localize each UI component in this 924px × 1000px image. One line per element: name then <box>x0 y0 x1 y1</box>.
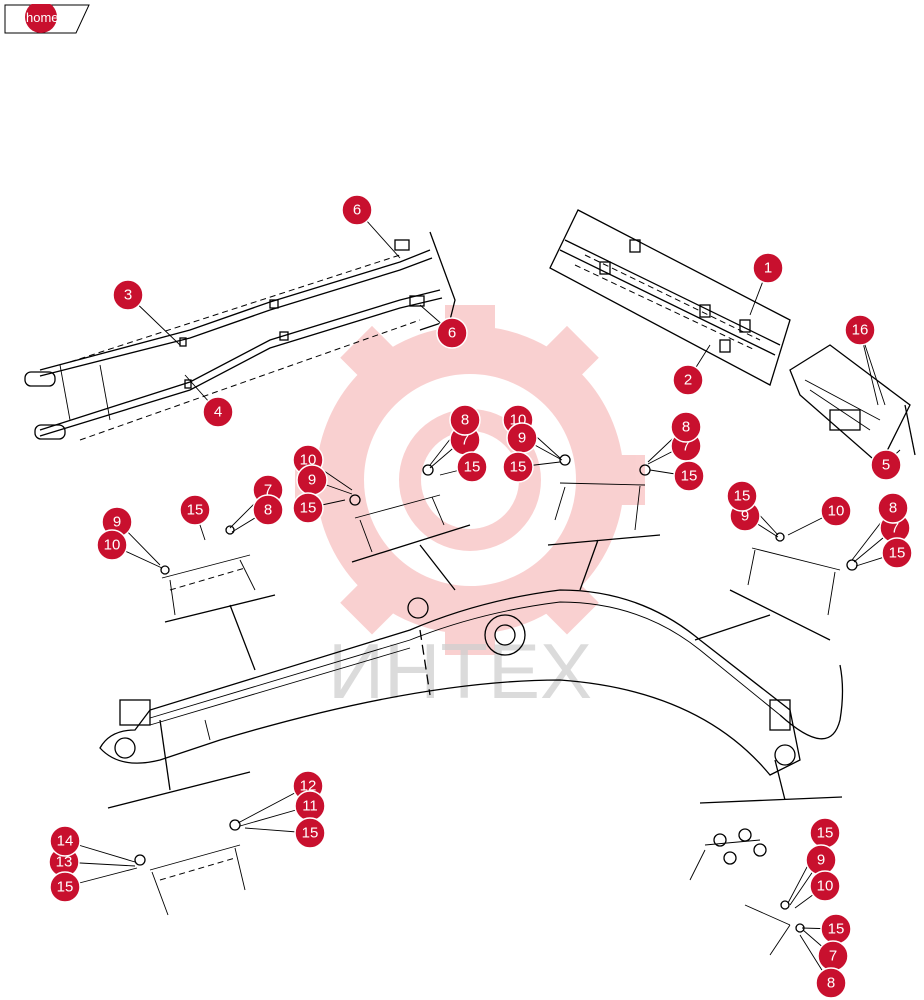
callout-9-g4[interactable]: 9 <box>506 422 538 454</box>
svg-text:7: 7 <box>891 520 899 537</box>
svg-text:16: 16 <box>852 322 869 339</box>
svg-text:10: 10 <box>828 503 845 520</box>
callout-15-g1[interactable]: 15 <box>456 451 488 483</box>
callout-11-g9[interactable]: 11 <box>294 790 326 822</box>
svg-text:7: 7 <box>829 948 837 965</box>
callout-5[interactable]: 5 <box>870 449 902 481</box>
callout-8-g8[interactable]: 8 <box>877 492 909 524</box>
callout-16[interactable]: 16 <box>844 314 876 346</box>
callout-15-g8[interactable]: 15 <box>881 537 913 569</box>
svg-text:4: 4 <box>214 404 222 421</box>
svg-text:15: 15 <box>300 500 317 517</box>
svg-text:8: 8 <box>682 419 690 436</box>
svg-text:8: 8 <box>889 500 897 517</box>
svg-text:2: 2 <box>684 372 692 389</box>
home-button[interactable]: home <box>4 4 90 34</box>
svg-text:7: 7 <box>682 438 690 455</box>
callout-2[interactable]: 2 <box>672 364 704 396</box>
arm-hoses-detail <box>549 209 791 386</box>
boom-hoses-detail <box>24 231 456 441</box>
svg-text:5: 5 <box>882 457 890 474</box>
main-boom <box>99 589 844 776</box>
bucket-bracket-detail <box>789 344 916 467</box>
home-label: home <box>26 10 59 25</box>
svg-text:15: 15 <box>302 825 319 842</box>
svg-text:15: 15 <box>57 879 74 896</box>
callout-15-g4[interactable]: 15 <box>502 451 534 483</box>
svg-text:15: 15 <box>187 502 204 519</box>
clamp-assemblies <box>134 454 858 956</box>
callout-10-g6[interactable]: 10 <box>96 529 128 561</box>
callout-8-g5[interactable]: 8 <box>252 494 284 526</box>
svg-text:15: 15 <box>828 921 845 938</box>
svg-text:8: 8 <box>827 975 835 992</box>
svg-text:11: 11 <box>302 798 318 815</box>
callout-10-g11[interactable]: 10 <box>809 870 841 902</box>
watermark-logo <box>295 305 645 655</box>
svg-text:9: 9 <box>113 514 121 531</box>
svg-text:1: 1 <box>764 260 772 277</box>
svg-text:15: 15 <box>464 459 481 476</box>
callout-3[interactable]: 3 <box>112 279 144 311</box>
svg-text:10: 10 <box>817 878 834 895</box>
callout-8-g1[interactable]: 8 <box>449 404 481 436</box>
svg-text:12: 12 <box>300 778 317 795</box>
callout-15-g2[interactable]: 15 <box>292 492 324 524</box>
svg-text:8: 8 <box>264 502 272 519</box>
svg-text:9: 9 <box>308 472 316 489</box>
svg-text:13: 13 <box>56 854 73 871</box>
svg-text:6: 6 <box>448 325 456 342</box>
callout-1[interactable]: 1 <box>752 252 784 284</box>
callout-15-g5[interactable]: 15 <box>179 494 211 526</box>
leader-lines <box>107 524 843 809</box>
callout-9-g11[interactable]: 9 <box>805 844 837 876</box>
svg-text:10: 10 <box>104 537 121 554</box>
callout-6-lower[interactable]: 6 <box>436 317 468 349</box>
svg-text:9: 9 <box>741 508 749 525</box>
callout-8-g3[interactable]: 8 <box>670 411 702 443</box>
home-tab-shape <box>4 4 90 34</box>
svg-text:15: 15 <box>681 468 698 485</box>
callout-15-g12[interactable]: 15 <box>820 913 852 945</box>
callout-15-g11[interactable]: 15 <box>809 817 841 849</box>
callout-15-g3[interactable]: 15 <box>673 460 705 492</box>
svg-text:8: 8 <box>461 412 469 429</box>
callout-14-g10[interactable]: 14 <box>49 825 81 857</box>
callout-15-g9[interactable]: 15 <box>294 817 326 849</box>
svg-text:14: 14 <box>57 833 74 850</box>
svg-text:9: 9 <box>817 852 825 869</box>
callout-15-g7[interactable]: 15 <box>726 480 758 512</box>
svg-text:9: 9 <box>518 430 526 447</box>
svg-text:15: 15 <box>817 825 834 842</box>
svg-text:10: 10 <box>300 452 317 469</box>
callout-10-g7[interactable]: 10 <box>820 495 852 527</box>
svg-text:3: 3 <box>124 287 132 304</box>
callouts: 1 2 3 4 5 6 6 16 7 8 15 10 9 15 7 8 15 1… <box>48 194 913 999</box>
svg-text:15: 15 <box>889 545 906 562</box>
callout-4[interactable]: 4 <box>202 396 234 428</box>
svg-text:15: 15 <box>510 459 527 476</box>
svg-text:15: 15 <box>734 488 751 505</box>
callout-6-upper[interactable]: 6 <box>341 194 373 226</box>
svg-text:6: 6 <box>353 202 361 219</box>
svg-text:7: 7 <box>264 482 272 499</box>
callout-7-g12[interactable]: 7 <box>817 940 849 972</box>
callout-9-g2[interactable]: 9 <box>296 464 328 496</box>
callout-8-g12[interactable]: 8 <box>815 967 847 999</box>
callout-15-g10[interactable]: 15 <box>49 871 81 903</box>
svg-text:7: 7 <box>461 432 469 449</box>
